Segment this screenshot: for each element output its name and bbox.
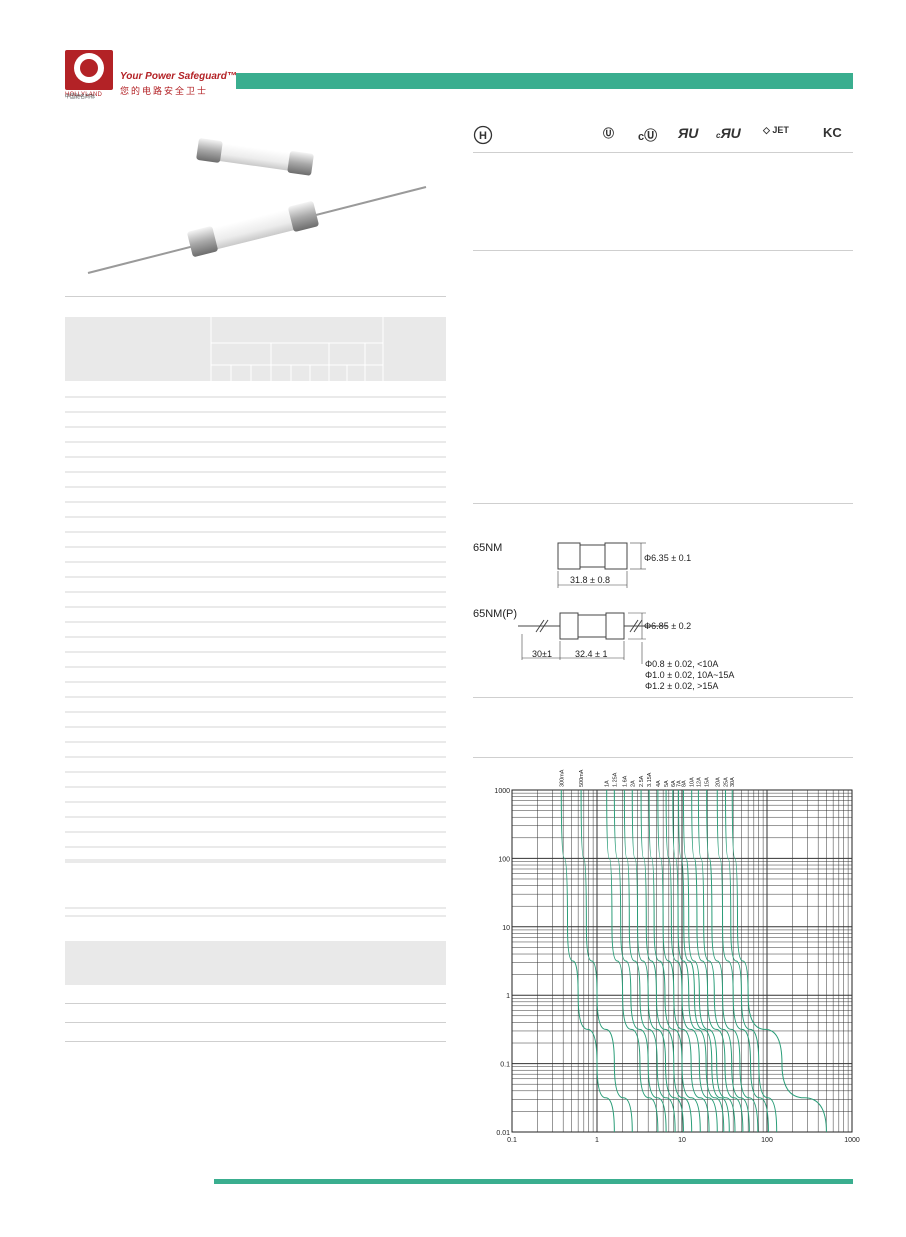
cru-icon: cЯU — [716, 125, 741, 141]
table2-row — [65, 1041, 446, 1042]
y-tick-label: 0.1 — [500, 1062, 510, 1069]
series-curve — [725, 789, 778, 1133]
table2-row — [65, 1022, 446, 1023]
divider — [473, 757, 853, 758]
model-65nmp-diameter: Φ6.85 ± 0.2 — [644, 621, 692, 631]
tagline: Your Power Safeguard™ — [120, 71, 237, 82]
series-curve — [613, 789, 667, 1133]
pse-jet-icon: ◇ JET — [763, 125, 789, 135]
y-tick-label: 1000 — [494, 788, 510, 795]
divider — [473, 152, 853, 153]
wire-spec-2: Φ1.0 ± 0.02, 10A~15A — [645, 670, 735, 680]
kc-icon: KC — [823, 125, 842, 140]
ru-icon: ЯU — [678, 125, 699, 141]
series-curve — [716, 789, 769, 1133]
ul-icon: Ⓤ — [603, 128, 614, 140]
spec-table-header-grid — [210, 317, 384, 381]
model-65nm-label: 65NM — [473, 542, 503, 554]
wire-spec-3: Φ1.2 ± 0.02, >15A — [645, 681, 719, 691]
series-label: 2A — [630, 780, 636, 787]
series-label: 10A — [690, 777, 696, 787]
divider — [473, 697, 853, 698]
series-label: 15A — [705, 777, 711, 787]
series-curve — [648, 789, 701, 1133]
y-tick-label: 10 — [502, 925, 510, 932]
series-label: 1A — [605, 780, 611, 787]
x-tick-label: 1000 — [844, 1137, 860, 1144]
brand-cn: 中国驰名商标 — [65, 94, 96, 100]
series-label: 3.15A — [647, 772, 653, 787]
certification-row: H Ⓤ cⓊ ЯU cЯU ◇ JET KC — [473, 125, 853, 147]
spec-table-rows — [65, 396, 446, 917]
brand-logo-mark — [80, 59, 98, 77]
series-label: 12A — [696, 777, 702, 787]
series-label: 8A — [681, 780, 687, 787]
cul-icon: cⓊ — [638, 128, 658, 143]
series-curve — [640, 789, 693, 1133]
series-curve — [672, 789, 725, 1133]
fuse-photo-axial — [87, 186, 427, 274]
series-label: 5A — [664, 780, 670, 787]
series-curve — [691, 789, 744, 1133]
series-label: 300mA — [559, 769, 565, 787]
table2-row — [65, 1003, 446, 1004]
series-label: 6A — [671, 780, 677, 787]
series-label: 2.5A — [639, 775, 645, 787]
series-curve — [657, 789, 710, 1133]
series-curve — [631, 789, 684, 1133]
h-mark-text: H — [479, 130, 487, 142]
x-tick-label: 1 — [595, 1137, 599, 1144]
series-label: 25A — [724, 777, 730, 787]
series-label: 1.6A — [622, 775, 628, 787]
series-curve — [731, 789, 827, 1133]
series-curve — [560, 789, 615, 1133]
model-65nmp-label: 65NM(P) — [473, 608, 518, 620]
series-curve — [665, 789, 718, 1133]
y-tick-label: 100 — [498, 856, 510, 863]
series-label: 7A — [677, 780, 683, 787]
y-tick-label: 0.01 — [496, 1130, 510, 1137]
series-curve — [706, 789, 759, 1133]
divider — [65, 296, 446, 297]
series-label: 1.25A — [612, 772, 618, 787]
x-tick-label: 100 — [761, 1137, 773, 1144]
model-65nm-diameter: Φ6.35 ± 0.1 — [644, 553, 692, 563]
series-curve — [678, 789, 730, 1133]
y-tick-label: 1 — [506, 993, 510, 1000]
divider — [473, 503, 853, 504]
model-65nmp-length: 32.4 ± 1 — [575, 649, 608, 659]
series-label: 20A — [715, 777, 721, 787]
series-curve — [697, 789, 750, 1133]
x-tick-label: 10 — [678, 1137, 686, 1144]
series-curve — [623, 789, 676, 1133]
series-label: 500mA — [579, 769, 585, 787]
brand-name: HOLLYLAND — [65, 92, 103, 98]
fuse-photo-cartridge — [196, 138, 314, 176]
model-65nmp-lead: 30±1 — [532, 649, 552, 659]
dimension-drawing-65nmp — [518, 612, 668, 664]
dimension-drawing-65nm — [557, 542, 646, 588]
h-mark-icon: H — [473, 125, 493, 145]
series-label: 4A — [656, 780, 662, 787]
wire-spec-1: Φ0.8 ± 0.02, <10A — [645, 659, 719, 669]
divider — [473, 250, 853, 251]
series-curve — [580, 789, 633, 1133]
series-curve — [682, 789, 736, 1133]
footer-bar — [214, 1179, 853, 1184]
tagline-cn: 您的电路安全卫士 — [120, 86, 209, 96]
series-curve — [606, 789, 659, 1133]
x-tick-label: 0.1 — [507, 1137, 517, 1144]
model-65nm-length: 31.8 ± 0.8 — [570, 575, 610, 585]
series-label: 30A — [730, 777, 736, 787]
header-bar — [236, 73, 853, 89]
spec-table2-header — [65, 941, 446, 985]
